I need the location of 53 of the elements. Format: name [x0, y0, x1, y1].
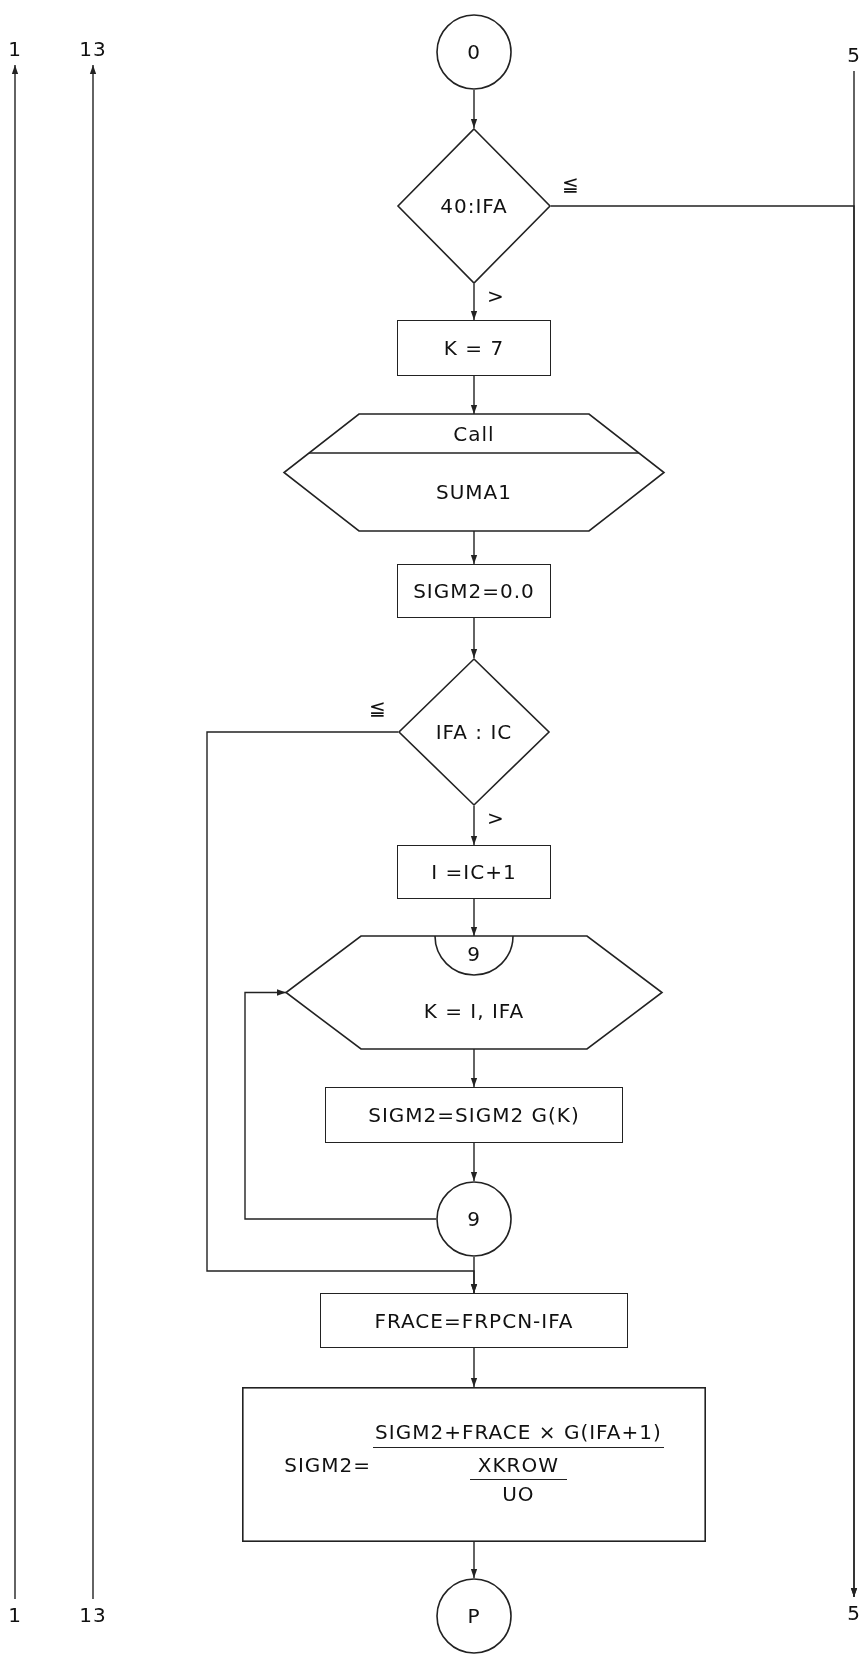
connector-circle [436, 1578, 512, 1654]
arrow [470, 898, 478, 937]
process-box [320, 1293, 628, 1348]
node-text: Call [453, 422, 495, 445]
process-box [397, 845, 551, 899]
arrow [470, 1347, 478, 1388]
process-box [397, 320, 551, 376]
arrow [470, 530, 478, 565]
connector-label: 13 [78, 36, 108, 62]
process-box [397, 564, 551, 618]
connector-circle [436, 1181, 512, 1257]
arrow [470, 1256, 478, 1294]
node-text: 9 [467, 1208, 481, 1230]
denominator-text: UO [501, 1481, 536, 1508]
node-text: SIGM2= [284, 1453, 372, 1476]
arrow [244, 989, 437, 1220]
node-text: I =IC+1 [431, 861, 517, 883]
node-text: FRACE=FRPCN-IFA [374, 1309, 574, 1332]
connector-label: 1 [4, 36, 26, 62]
connector-label: 5 [843, 1600, 865, 1626]
node-text: SIGM2=SIGM2 G(K) [368, 1104, 580, 1126]
node-text: 40:IFA [440, 195, 508, 217]
numerator-text: SIGM2+FRACE × G(IFA+1) [373, 1421, 664, 1448]
node-text: K = I, IFA [423, 999, 525, 1022]
node-text: K = 7 [443, 337, 505, 359]
arrow [11, 64, 19, 1600]
arrow [470, 89, 478, 129]
subroutine-hexagon [284, 414, 664, 531]
arrow [470, 283, 478, 321]
node-text: 0 [467, 41, 481, 63]
connector-label: 1 [4, 1602, 26, 1628]
node-text: SUMA1 [436, 481, 512, 503]
node-text: 9 [467, 943, 481, 965]
arrow [470, 1541, 478, 1579]
arrow [470, 375, 478, 415]
arrow [470, 1142, 478, 1182]
arrow [470, 1048, 478, 1088]
node-text: P [467, 1605, 481, 1627]
connector-label: 13 [78, 1602, 108, 1628]
node-text: IFA : IC [435, 721, 513, 743]
process-box [325, 1087, 623, 1143]
arrow [470, 805, 478, 846]
decision-diamond [397, 128, 551, 284]
arrow [550, 205, 858, 1598]
decision-diamond [398, 658, 550, 806]
connector-circle [436, 14, 512, 90]
denominator-text: XKROW [469, 1454, 568, 1480]
arrow [89, 64, 97, 1600]
loop-hexagon [286, 936, 662, 1049]
node-text: SIGM2=0.0 [413, 580, 535, 602]
arrow [470, 617, 478, 659]
process-box [242, 1387, 706, 1542]
connector-label: 5 [843, 42, 865, 68]
